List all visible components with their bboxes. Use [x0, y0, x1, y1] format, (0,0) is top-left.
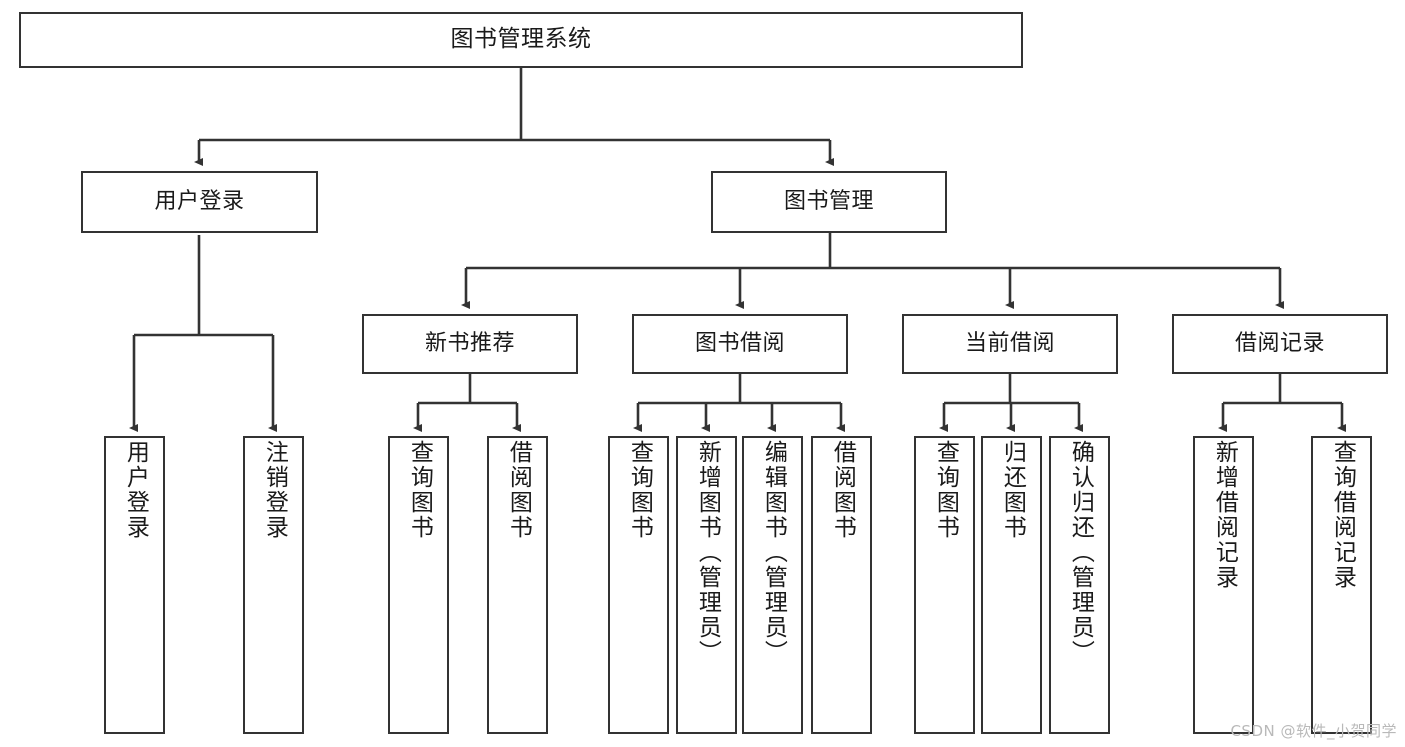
leaf-borrow-record-query-record[interactable]: 查询借阅记录: [1311, 436, 1372, 734]
node-label: 图书管理系统: [450, 26, 592, 53]
node-label: 图书借阅: [694, 331, 785, 357]
node-label: 当前借阅: [964, 331, 1055, 357]
leaf-current-borrow-query-book[interactable]: 查询图书: [914, 436, 975, 734]
node-label: 查询借阅记录: [1329, 440, 1356, 590]
node-label: 编辑图书（管理员）: [760, 440, 787, 665]
node-label: 借阅图书: [505, 440, 532, 540]
leaf-book-borrow-edit-book-admin[interactable]: 编辑图书（管理员）: [742, 436, 803, 734]
node-label: 查询图书: [406, 440, 433, 540]
node-label: 用户登录: [154, 189, 245, 215]
leaf-new-book-query-book[interactable]: 查询图书: [388, 436, 449, 734]
node-label: 图书管理: [783, 189, 874, 215]
node-book-borrowing[interactable]: 图书借阅: [632, 314, 848, 374]
node-label: 新增图书（管理员）: [694, 440, 721, 665]
node-label: 用户登录: [122, 440, 149, 540]
leaf-borrow-record-add-record[interactable]: 新增借阅记录: [1193, 436, 1254, 734]
leaf-book-borrow-borrow-book[interactable]: 借阅图书: [811, 436, 872, 734]
node-borrow-records[interactable]: 借阅记录: [1172, 314, 1388, 374]
csdn-watermark: CSDN @软件_小贺同学: [1230, 722, 1397, 740]
node-user-login[interactable]: 用户登录: [81, 171, 318, 233]
node-label: 注销登录: [261, 440, 288, 540]
leaf-book-borrow-add-book-admin[interactable]: 新增图书（管理员）: [676, 436, 737, 734]
node-label: 查询图书: [626, 440, 653, 540]
node-current-borrowing[interactable]: 当前借阅: [902, 314, 1118, 374]
node-label: 新增借阅记录: [1211, 440, 1238, 590]
leaf-user-login-logout[interactable]: 注销登录: [243, 436, 304, 734]
node-new-book-recommendation[interactable]: 新书推荐: [362, 314, 578, 374]
leaf-current-borrow-return-book[interactable]: 归还图书: [981, 436, 1042, 734]
node-label: 归还图书: [999, 440, 1026, 540]
node-label: 借阅记录: [1234, 331, 1325, 357]
node-label: 确认归还（管理员）: [1067, 440, 1094, 665]
node-label: 借阅图书: [829, 440, 856, 540]
leaf-current-borrow-confirm-return-admin[interactable]: 确认归还（管理员）: [1049, 436, 1110, 734]
node-root-book-management-system[interactable]: 图书管理系统: [19, 12, 1023, 68]
node-label: 新书推荐: [424, 331, 515, 357]
leaf-user-login-login[interactable]: 用户登录: [104, 436, 165, 734]
leaf-book-borrow-query-book[interactable]: 查询图书: [608, 436, 669, 734]
node-label: 查询图书: [932, 440, 959, 540]
leaf-new-book-borrow-book[interactable]: 借阅图书: [487, 436, 548, 734]
node-book-management[interactable]: 图书管理: [711, 171, 947, 233]
